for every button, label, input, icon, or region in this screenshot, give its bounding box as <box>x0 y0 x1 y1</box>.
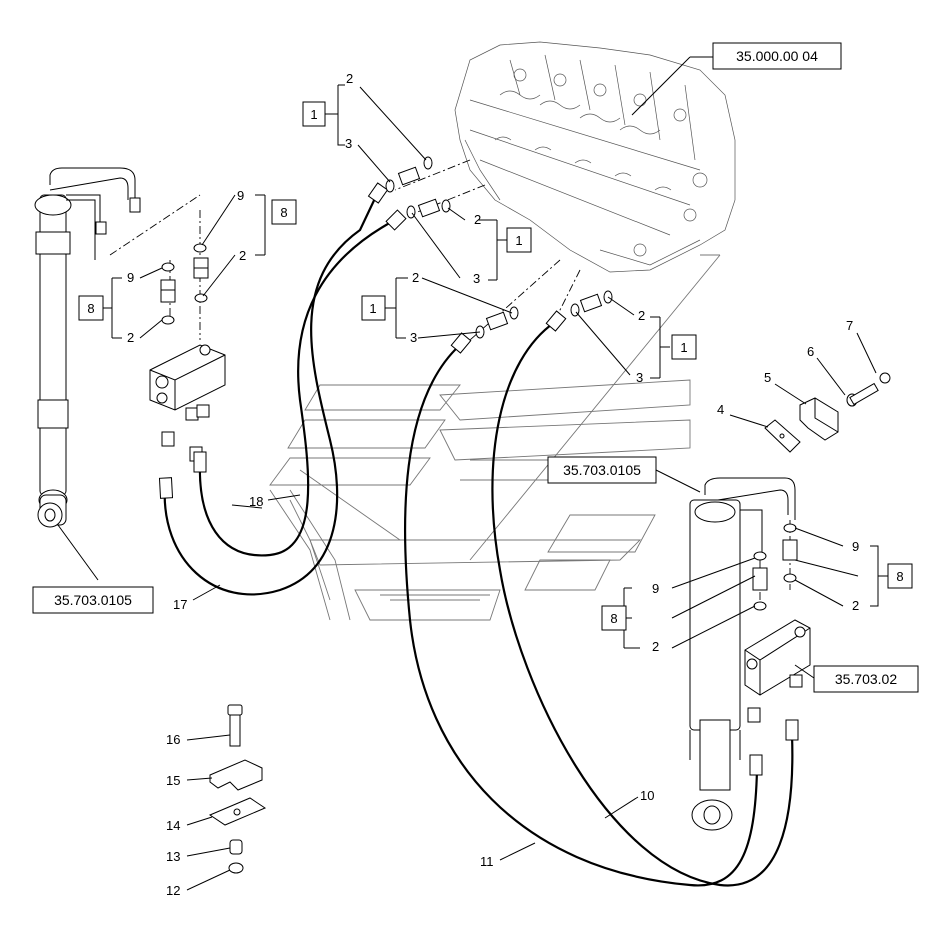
callout: 3 <box>345 136 352 151</box>
hose-17 <box>158 182 389 596</box>
callout: 2 <box>474 212 481 227</box>
frame-plates <box>269 254 721 621</box>
callout: 2 <box>412 270 419 285</box>
ref-box-top-right: 35.000.00 04 <box>712 42 842 70</box>
kit-box-label: 8 <box>896 569 903 584</box>
hardware-4-7 <box>764 372 891 453</box>
callout-numbers: 2 3 9 2 9 2 2 3 2 3 2 3 7 6 5 4 18 17 9 … <box>127 71 859 898</box>
callout: 15 <box>166 773 180 788</box>
callout: 18 <box>249 494 263 509</box>
kit-box: 1 <box>506 227 532 253</box>
control-valve-block <box>454 41 736 273</box>
callout: 3 <box>473 271 480 286</box>
callout: 2 <box>652 639 659 654</box>
callout: 6 <box>807 344 814 359</box>
kit-box: 8 <box>601 605 627 631</box>
ref-box-left-cylinder: 35.703.0105 <box>32 586 154 614</box>
callout: 2 <box>127 330 134 345</box>
callout: 2 <box>239 248 246 263</box>
callout: 4 <box>717 402 724 417</box>
ref-box-right-valve: 35.703.02 <box>813 665 919 693</box>
kit-box-label: 1 <box>369 301 376 316</box>
kit-box-label: 8 <box>87 301 94 316</box>
callout: 9 <box>237 188 244 203</box>
callout: 12 <box>166 883 180 898</box>
kit-box: 8 <box>78 295 104 321</box>
callout: 14 <box>166 818 180 833</box>
hardware-12-16 <box>208 704 267 874</box>
callout: 2 <box>346 71 353 86</box>
callout: 11 <box>480 854 494 869</box>
right-hydraulic-cylinder <box>689 477 796 831</box>
ref-label: 35.703.0105 <box>563 462 641 478</box>
callout: 3 <box>636 370 643 385</box>
kit-box-label: 8 <box>280 205 287 220</box>
left-fittings <box>160 243 209 325</box>
kit-box-label: 8 <box>610 611 617 626</box>
kit-box: 1 <box>671 334 697 360</box>
left-valve-block <box>149 344 226 462</box>
callout: 7 <box>846 318 853 333</box>
kit-box: 8 <box>271 199 297 225</box>
callout: 9 <box>852 539 859 554</box>
hose-10 <box>491 310 799 887</box>
callout: 9 <box>652 581 659 596</box>
left-hydraulic-cylinder <box>34 167 141 528</box>
kit-box: 8 <box>887 563 913 589</box>
kit-box-label: 1 <box>310 107 317 122</box>
callout: 2 <box>852 598 859 613</box>
hose-18 <box>193 209 407 557</box>
top-fittings <box>385 156 613 339</box>
callout: 17 <box>173 597 187 612</box>
callout: 2 <box>638 308 645 323</box>
callout: 10 <box>640 788 654 803</box>
kit-box-label: 1 <box>680 340 687 355</box>
callout: 16 <box>166 732 180 747</box>
leader-lines <box>103 56 888 891</box>
callout: 5 <box>764 370 771 385</box>
callout: 3 <box>410 330 417 345</box>
kit-box-label: 1 <box>515 233 522 248</box>
callout: 9 <box>127 270 134 285</box>
ref-box-right-cylinder: 35.703.0105 <box>547 456 657 484</box>
ref-label: 35.703.02 <box>835 671 897 687</box>
ref-label: 35.703.0105 <box>54 592 132 608</box>
ref-label: 35.000.00 04 <box>736 48 818 64</box>
right-fittings <box>752 523 798 611</box>
kit-box: 1 <box>361 295 386 321</box>
kit-box: 1 <box>302 101 326 127</box>
callout: 13 <box>166 849 180 864</box>
hose-11 <box>403 332 763 887</box>
right-valve-block <box>744 619 811 723</box>
